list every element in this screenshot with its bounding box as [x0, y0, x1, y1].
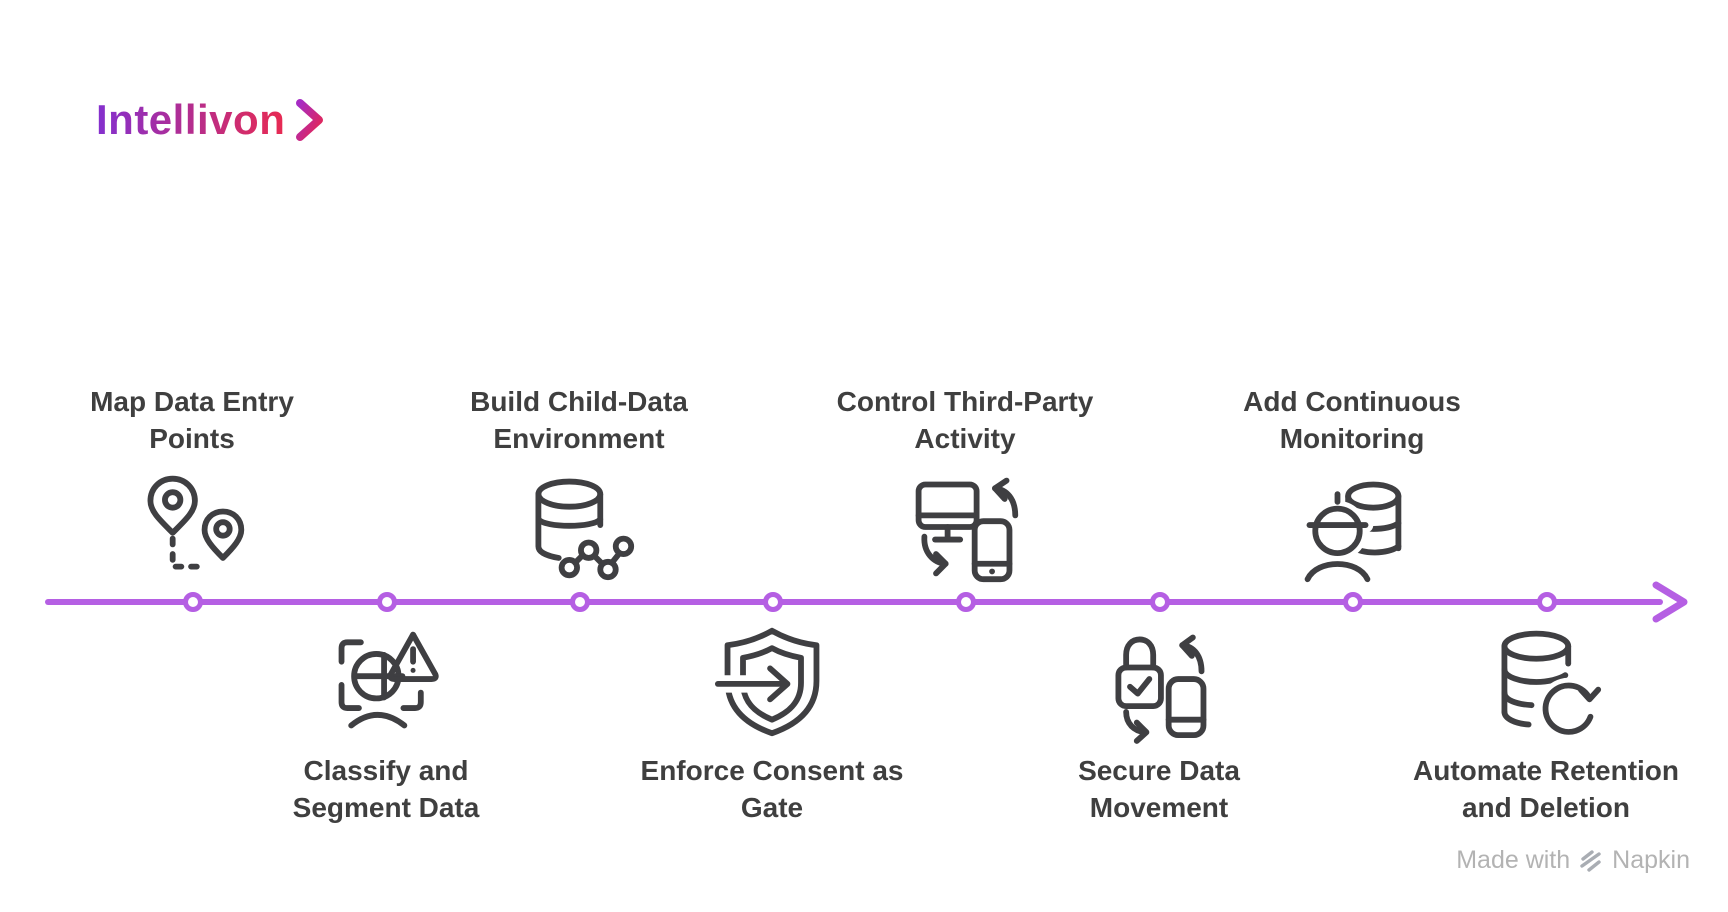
timeline-node: [956, 592, 976, 612]
database-network-icon: [521, 466, 637, 588]
label-line: Activity: [914, 423, 1016, 454]
timeline-node: [1343, 592, 1363, 612]
brand-logo: Intellivon: [96, 96, 327, 144]
napkin-credit: Made with Napkin: [1456, 846, 1690, 875]
label-line: Classify and: [303, 755, 469, 786]
milestone-label: Enforce Consent as Gate: [622, 752, 922, 826]
timeline-node: [1537, 592, 1557, 612]
label-line: Gate: [740, 792, 804, 823]
logo-text: Intellivon: [96, 96, 286, 143]
label-line: Enforce Consent as: [640, 755, 904, 786]
timeline-line: [45, 599, 1663, 605]
label-line: and Deletion: [1461, 792, 1630, 823]
label-line: Secure Data: [1078, 755, 1240, 786]
map-route-icon: [134, 466, 250, 588]
timeline-node: [570, 592, 590, 612]
timeline-node: [763, 592, 783, 612]
database-refresh-icon: [1488, 620, 1604, 742]
label-line: Monitoring: [1279, 423, 1425, 454]
napkin-logo-icon: [1580, 849, 1601, 872]
label-line: Environment: [493, 423, 665, 454]
label-line: Control Third-Party: [836, 386, 1094, 417]
engineer-database-icon: [1294, 466, 1410, 588]
shield-arrow-icon: [707, 620, 830, 742]
label-line: Points: [149, 423, 235, 454]
label-line: Movement: [1089, 792, 1229, 823]
label-line: Add Continuous: [1243, 386, 1461, 417]
timeline-node: [1150, 592, 1170, 612]
label-line: Segment Data: [292, 792, 480, 823]
logo-chevron-icon: [296, 99, 324, 141]
device-sync-icon: [907, 466, 1023, 588]
timeline-node: [377, 592, 397, 612]
milestone-label: Automate Retention and Deletion: [1396, 752, 1696, 826]
timeline-node: [183, 592, 203, 612]
lock-sync-icon: [1101, 620, 1217, 744]
label-line: Map Data Entry: [90, 386, 294, 417]
timeline-arrowhead-icon: [1652, 581, 1688, 623]
credit-brand: Napkin: [1612, 846, 1690, 874]
label-line: Automate Retention: [1413, 755, 1679, 786]
credit-prefix: Made with: [1456, 846, 1571, 874]
label-line: Build Child-Data: [470, 386, 688, 417]
classify-warning-icon: [328, 620, 444, 742]
